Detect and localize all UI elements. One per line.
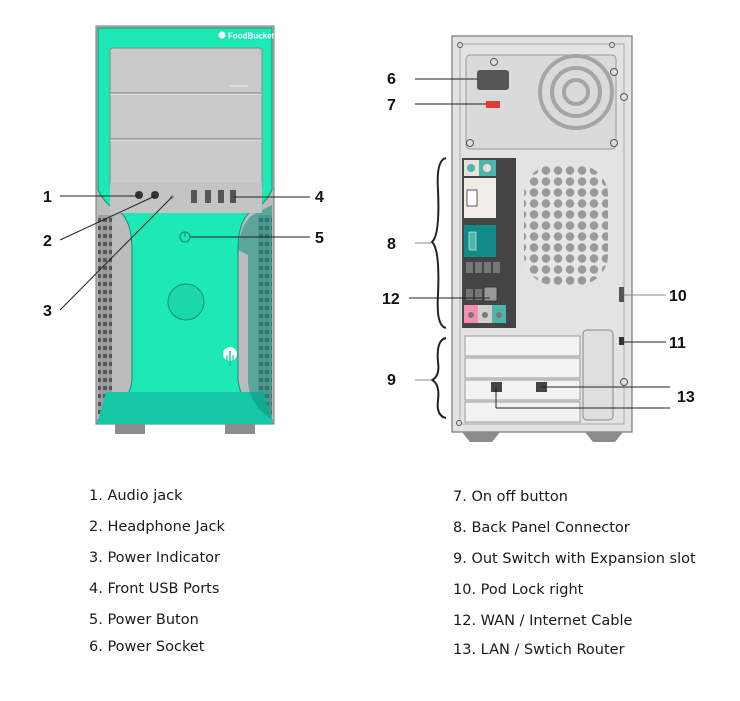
wan-ethernet-port bbox=[483, 286, 498, 302]
slot-bracket bbox=[582, 329, 614, 421]
front-io-strip bbox=[110, 183, 262, 213]
front-view: FoodBucket bbox=[95, 25, 275, 434]
legend-item: 12. WAN / Internet Cable bbox=[453, 613, 633, 629]
legend-item: 10. Pod Lock right bbox=[453, 582, 584, 598]
power-socket bbox=[477, 70, 509, 90]
brand-label: FoodBucket bbox=[228, 32, 275, 41]
cloud-tree-logo-icon bbox=[223, 347, 237, 366]
callout-13: 13 bbox=[677, 389, 695, 406]
back-foot-right bbox=[585, 432, 623, 442]
legend-item: 6. Power Socket bbox=[89, 639, 205, 655]
front-emblem-circle bbox=[167, 283, 205, 321]
legend-item: 4. Front USB Ports bbox=[89, 581, 220, 597]
callout-1: 1 bbox=[43, 189, 52, 206]
callout-8: 8 bbox=[387, 236, 396, 253]
back-foot-left bbox=[462, 432, 500, 442]
callout-5: 5 bbox=[315, 230, 324, 247]
front-foot-right bbox=[225, 424, 255, 434]
legend-item: 8. Back Panel Connector bbox=[453, 520, 630, 536]
brand-logo: FoodBucket bbox=[218, 31, 275, 41]
pod-lock bbox=[619, 287, 624, 302]
bezel-shade-bottom bbox=[98, 392, 272, 424]
back-panel-io bbox=[462, 158, 516, 328]
brace-9 bbox=[429, 337, 447, 419]
callout-12: 12 bbox=[382, 291, 400, 308]
callout-3: 3 bbox=[43, 303, 52, 320]
computer-diagram: FoodBucket 1 2 3 4 5 bbox=[43, 25, 695, 442]
audio-jack bbox=[135, 191, 143, 199]
back-callout-lines bbox=[409, 78, 670, 409]
callout-2: 2 bbox=[43, 233, 52, 250]
front-callout-lines bbox=[59, 195, 310, 311]
legend-item: 9. Out Switch with Expansion slot bbox=[453, 551, 696, 567]
callout-11: 11 bbox=[669, 335, 686, 352]
expansion-slots bbox=[464, 335, 581, 423]
case-fan-vent bbox=[524, 165, 608, 285]
bezel-shade-right bbox=[238, 205, 272, 420]
callout-9: 9 bbox=[387, 372, 396, 389]
lock-slot bbox=[619, 337, 624, 345]
front-foot-left bbox=[115, 424, 145, 434]
rear-usb-ports bbox=[466, 262, 500, 300]
callout-6: 6 bbox=[387, 71, 396, 88]
legend-item: 7. On off button bbox=[453, 489, 568, 505]
callout-10: 10 bbox=[669, 288, 687, 305]
legend-item: 5. Power Buton bbox=[89, 612, 199, 628]
callout-7: 7 bbox=[387, 97, 396, 114]
back-view bbox=[451, 35, 633, 442]
legend-item: 1. Audio jack bbox=[89, 488, 183, 504]
on-off-switch bbox=[486, 101, 500, 108]
psu-fan-grill bbox=[538, 54, 614, 130]
legend-item: 3. Power Indicator bbox=[89, 550, 220, 566]
drive-bay-panel bbox=[109, 47, 263, 189]
legend-item: 13. LAN / Swtich Router bbox=[453, 642, 625, 658]
left-vent bbox=[98, 215, 112, 415]
callout-4: 4 bbox=[315, 189, 324, 206]
legend-item: 2. Headphone Jack bbox=[89, 519, 225, 535]
brace-8 bbox=[430, 157, 447, 329]
